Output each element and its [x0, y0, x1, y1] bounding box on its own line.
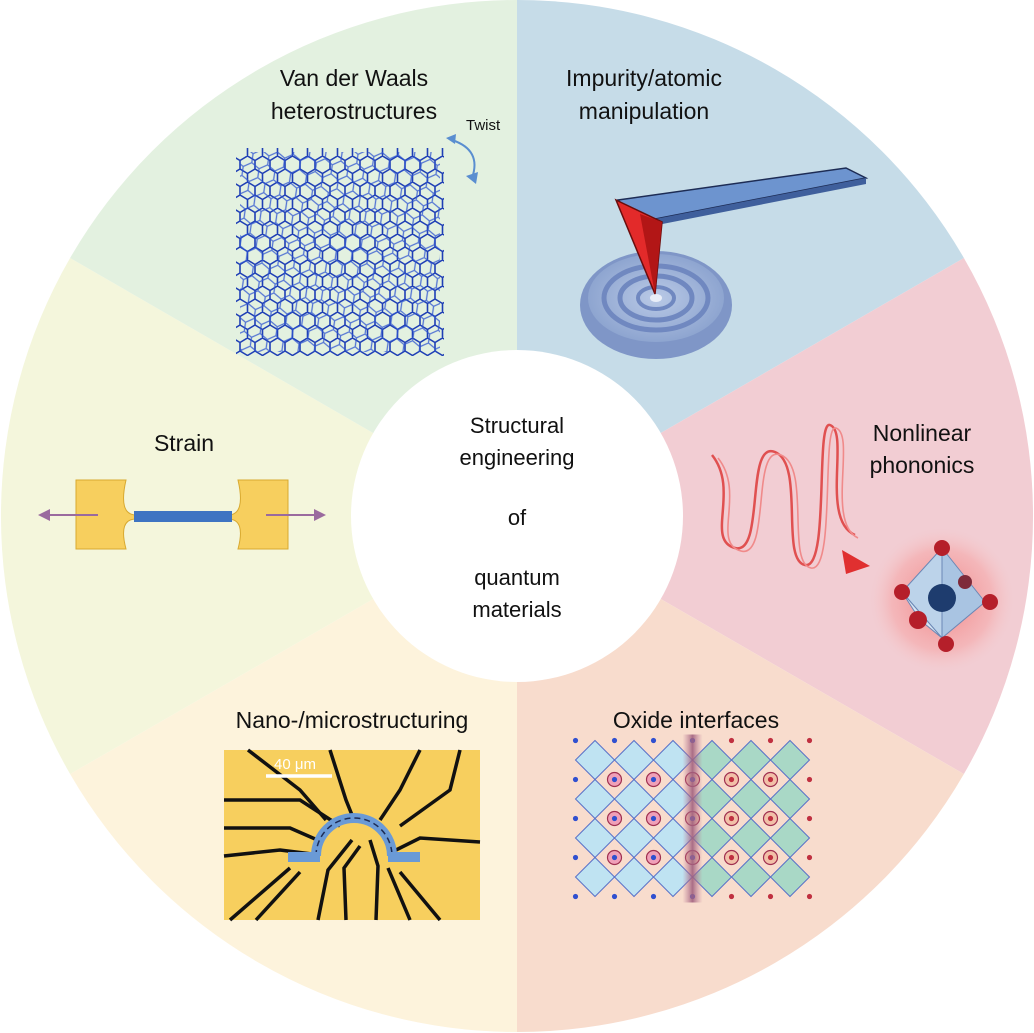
lattice-oxygen-atom — [767, 893, 774, 900]
segment-vdw: Van der Waals heterostructures Twist — [236, 65, 501, 356]
lattice-oxygen-atom — [572, 776, 579, 783]
contact-left — [288, 852, 320, 862]
center-label: Structural engineering of quantum materi… — [460, 413, 575, 622]
lattice-oxygen-atom — [650, 815, 657, 822]
lattice-oxygen-atom — [611, 854, 618, 861]
twist-arrow-icon — [451, 139, 476, 179]
center-circle — [351, 350, 683, 682]
segment-impurity-wedge — [517, 0, 964, 516]
lattice-oxygen-atom — [728, 893, 735, 900]
ripple-center — [650, 294, 662, 302]
scale-bar-label: 40 μm — [274, 756, 316, 773]
lattice-octahedron — [574, 856, 616, 898]
center-line-1: Structural — [470, 413, 564, 438]
lattice-oxygen-atom — [611, 737, 618, 744]
octa-atom-right — [982, 594, 998, 610]
segment-strain: Strain — [38, 430, 326, 550]
lattice-oxygen-atom — [806, 737, 813, 744]
oxide-title: Oxide interfaces — [613, 707, 779, 733]
pulse-arrowhead — [842, 550, 870, 574]
phononics-title-line-1: Nonlinear — [873, 420, 972, 446]
lattice-oxygen-atom — [728, 776, 735, 783]
lattice-oxygen-atom — [572, 854, 579, 861]
vdw-title-line-2: heterostructures — [271, 98, 437, 124]
interface-band — [682, 734, 703, 903]
lattice-oxygen-atom — [650, 893, 657, 900]
lattice-oxygen-atom — [650, 854, 657, 861]
perovskite-lattice-icon — [572, 734, 813, 903]
lattice-oxygen-atom — [806, 893, 813, 900]
vdw-title-line-1: Van der Waals — [280, 65, 428, 91]
center-line-5: materials — [472, 597, 561, 622]
cantilever-side — [640, 178, 866, 228]
center-line-4: quantum — [474, 565, 560, 590]
octa-atom-left — [894, 584, 910, 600]
lattice-oxygen-atom — [767, 854, 774, 861]
contact-right — [388, 852, 420, 862]
tip-shade — [640, 214, 662, 294]
horseshoe-outline — [315, 817, 393, 857]
segment-nano: Nano-/microstructuring — [223, 707, 481, 922]
lattice-oxygen-atom — [806, 776, 813, 783]
impurity-title-line-2: manipulation — [579, 98, 709, 124]
center-line-3: of — [508, 505, 527, 530]
lattice-octahedron — [613, 856, 655, 898]
twist-arrowhead-top — [446, 134, 456, 144]
strain-bar-icon — [38, 479, 326, 550]
lattice-oxygen-atom — [728, 737, 735, 744]
lattice-oxygen-atom — [611, 893, 618, 900]
lattice-oxygen-atom — [611, 815, 618, 822]
microdevice-icon: 40 μm — [223, 748, 481, 922]
octa-atom-front — [909, 611, 927, 629]
twist-arrowhead-bottom — [466, 172, 478, 184]
lattice-oxygen-atom — [650, 776, 657, 783]
lattice-octahedron — [769, 856, 811, 898]
octa-atom-back — [958, 575, 972, 589]
lattice-oxygen-atom — [572, 815, 579, 822]
strain-title: Strain — [154, 430, 214, 456]
lattice-oxygen-atom — [572, 893, 579, 900]
segment-impurity: Impurity/atomic manipulation — [566, 65, 869, 359]
lattice-octahedron — [730, 856, 772, 898]
octahedron-icon — [870, 528, 1014, 672]
octa-center-atom — [928, 584, 956, 612]
lattice-oxygen-atom — [806, 815, 813, 822]
lattice-oxygen-atom — [767, 815, 774, 822]
lattice-oxygen-atom — [767, 776, 774, 783]
segment-oxide: Oxide interfaces — [572, 707, 813, 903]
lattice-oxygen-atom — [611, 776, 618, 783]
lattice-oxygen-atom — [728, 854, 735, 861]
afm-tip-icon — [580, 167, 869, 359]
twist-label: Twist — [466, 117, 501, 134]
lattice-oxygen-atom — [572, 737, 579, 744]
center-line-2: engineering — [460, 445, 575, 470]
lattice-oxygen-atom — [728, 815, 735, 822]
strain-sample-bar — [134, 511, 232, 522]
segment-phononics: Nonlinear phononics — [711, 420, 1014, 672]
strain-arrowhead-left — [38, 509, 50, 521]
nano-title: Nano-/microstructuring — [236, 707, 469, 733]
segment-oxide-wedge — [517, 516, 964, 1032]
hexagonal-lattice-icon — [236, 148, 444, 356]
impurity-title-line-1: Impurity/atomic — [566, 65, 722, 91]
lattice-oxygen-atom — [767, 737, 774, 744]
laser-pulse-icon — [711, 423, 870, 574]
octa-atom-top — [934, 540, 950, 556]
lattice-oxygen-atom — [806, 854, 813, 861]
octa-atom-bottom — [938, 636, 954, 652]
phononics-title-line-2: phononics — [870, 452, 975, 478]
strain-arrowhead-right — [314, 509, 326, 521]
lattice-oxygen-atom — [650, 737, 657, 744]
